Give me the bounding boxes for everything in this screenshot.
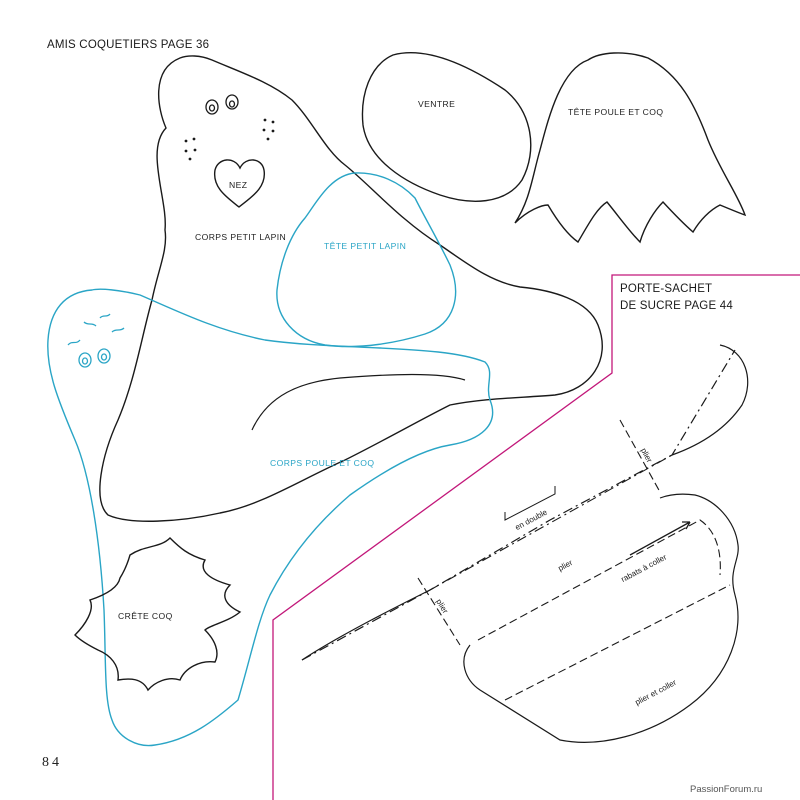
arrow-icon [629,521,691,556]
label-corps-petit-lapin: CORPS PETIT LAPIN [195,232,287,242]
sachet-title-line2: DE SUCRE PAGE 44 [620,300,733,312]
label-nez: NEZ [229,180,248,190]
section-divider [272,274,800,800]
label-tete-petit-lapin: TÊTE PETIT LAPIN [324,241,407,251]
tete-petit-lapin-outline [276,172,457,348]
ventre-outline [361,52,532,202]
nez-heart-outline [214,159,265,208]
porte-sachet-top-flap [671,344,749,456]
label-ventre: VENTRE [418,99,456,109]
porte-sachet-fold-line-1 [301,589,431,661]
lapin-eyes [205,94,239,115]
poule-face [67,313,125,368]
porte-sachet-fold-outline [301,349,736,661]
en-double-bracket [504,486,556,521]
porte-sachet-glue-line-2 [504,584,731,701]
label-crete-coq: CRÊTE COQ [118,611,173,621]
label-tete-poule-coq: TÊTE POULE ET COQ [568,107,664,117]
corps-petit-lapin-outline [99,55,603,522]
crete-coq-outline [74,537,242,692]
tete-poule-coq-outline [514,52,747,244]
porte-sachet-center-line [429,454,673,591]
corps-poule-coq-outline [47,288,494,747]
label-corps-poule-coq: CORPS POULE ET COQ [270,458,375,468]
corps-poule-coq-inner-line [251,373,466,431]
page-number: 84 [42,755,62,770]
page-header: AMIS COQUETIERS PAGE 36 [47,39,210,51]
lapin-freckles [184,118,275,161]
porte-sachet-glue-line [477,519,721,641]
porte-sachet-plier-line-top [619,419,661,493]
porte-sachet-plier-line-left [417,577,461,646]
porte-sachet-pocket-outline [463,493,739,743]
sachet-title-line1: PORTE-SACHET [620,283,713,295]
watermark: PassionForum.ru [690,784,763,795]
